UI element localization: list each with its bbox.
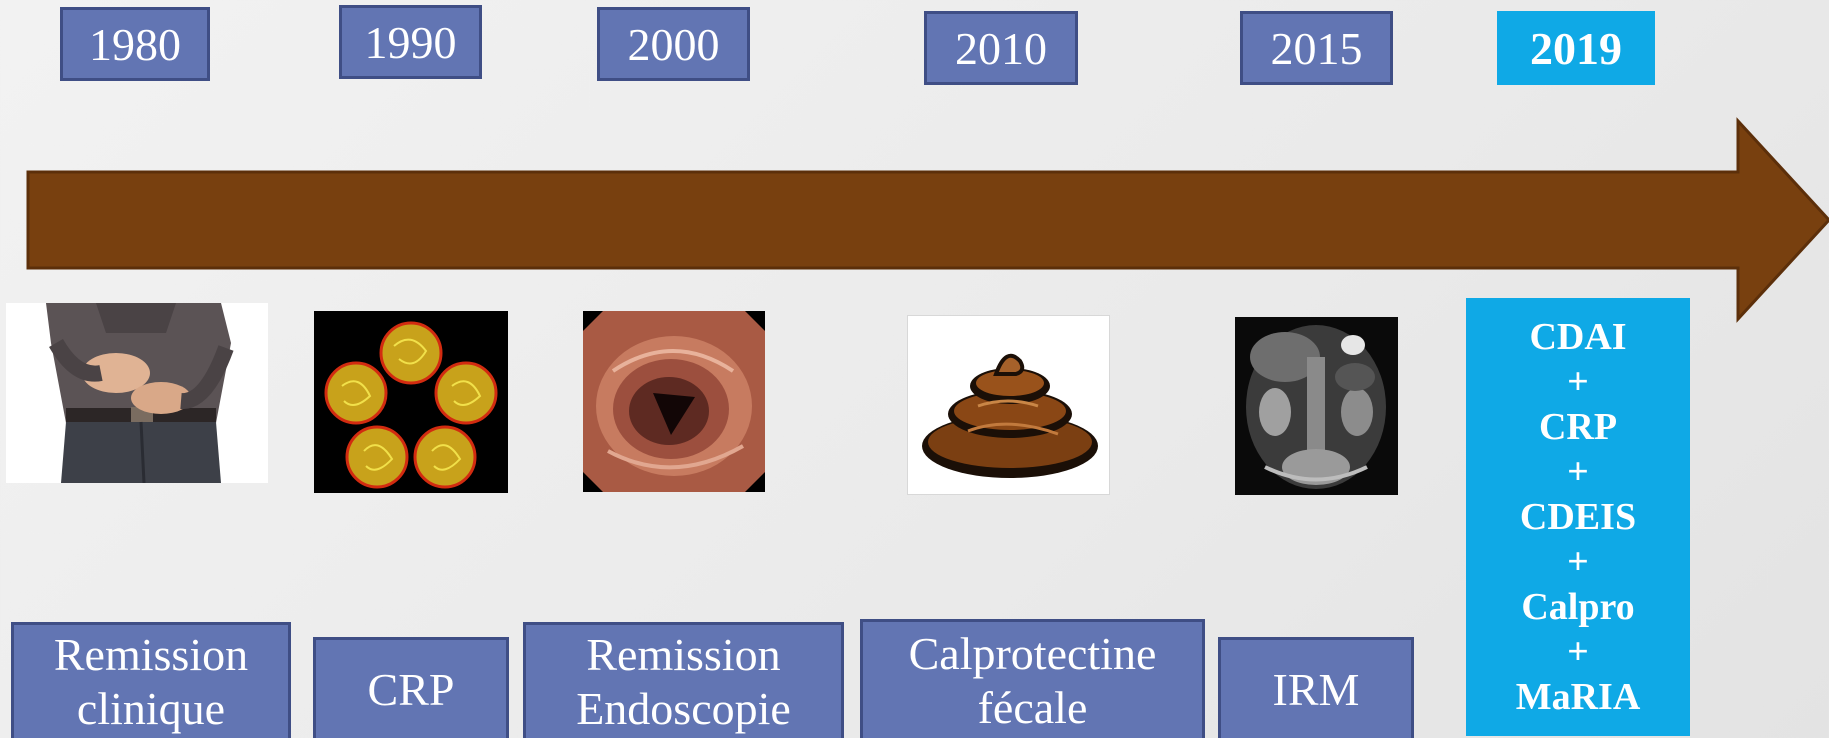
label-crp-line1: CRP (368, 663, 455, 717)
timeline-arrow (0, 115, 1829, 325)
year-2019: 2019 (1497, 11, 1655, 85)
crp-protein-structure (314, 311, 508, 493)
label-calprotectine-fecale-line2: fécale (978, 681, 1088, 735)
label-irm: IRM (1218, 637, 1414, 738)
combo-cdai: CDAI (1529, 315, 1626, 360)
combo-maria: MaRIA (1516, 675, 1641, 720)
label-calprotectine-fecale: Calprotectine fécale (860, 619, 1205, 738)
label-remission-clinique: Remission clinique (11, 622, 291, 738)
label-remission-endoscopie-line2: Endoscopie (576, 682, 791, 736)
label-remission-endoscopie: Remission Endoscopie (523, 622, 844, 738)
combo-crp: CRP (1539, 405, 1617, 450)
label-crp: CRP (313, 637, 509, 738)
label-remission-endoscopie-line1: Remission (586, 628, 780, 682)
year-2000: 2000 (597, 7, 750, 81)
year-1980: 1980 (60, 7, 210, 81)
label-remission-clinique-line1: Remission (54, 628, 248, 682)
combo-calpro: Calpro (1521, 585, 1634, 630)
label-remission-clinique-line2: clinique (77, 682, 225, 736)
year-1990: 1990 (339, 5, 482, 79)
mri-scan (1235, 317, 1398, 495)
year-2015: 2015 (1240, 11, 1393, 85)
combo-plus-1: + (1567, 360, 1589, 405)
stool-icon (907, 315, 1110, 495)
combo-plus-2: + (1567, 450, 1589, 495)
combo-cdeis: CDEIS (1520, 495, 1636, 540)
label-irm-line1: IRM (1273, 663, 1360, 717)
year-2010: 2010 (924, 11, 1078, 85)
endoscopy-photo (583, 311, 765, 492)
abdominal-pain-photo (6, 303, 268, 483)
combo-plus-4: + (1567, 630, 1589, 675)
combo-plus-3: + (1567, 540, 1589, 585)
combined-score-box: CDAI + CRP + CDEIS + Calpro + MaRIA (1466, 298, 1690, 736)
label-calprotectine-fecale-line1: Calprotectine (909, 627, 1157, 681)
